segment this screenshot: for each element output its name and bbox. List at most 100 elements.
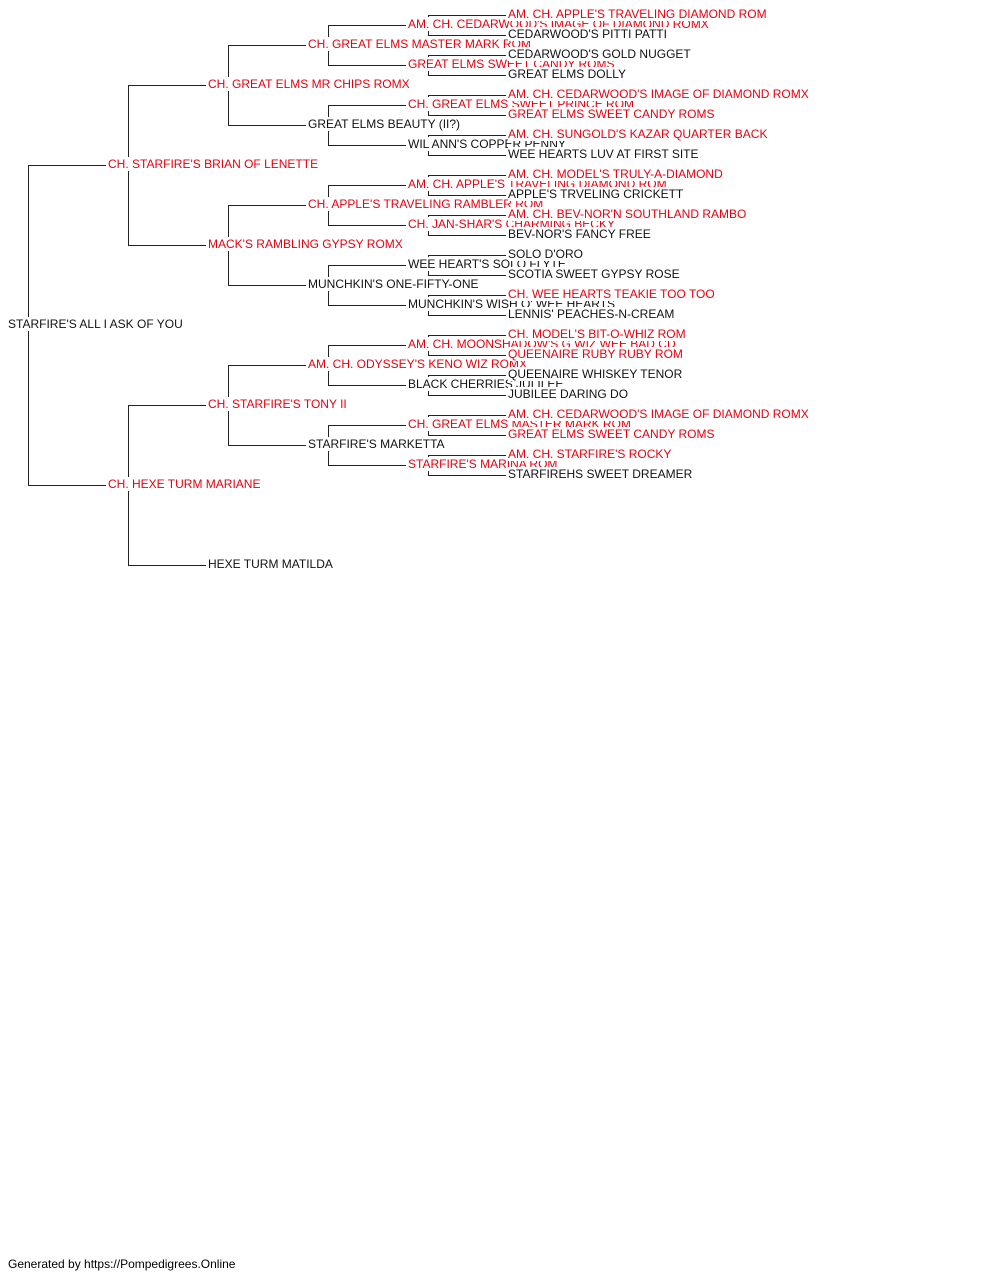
dog-name-gen-3: MACK'S RAMBLING GYPSY ROMX: [208, 237, 405, 251]
connector-line: [228, 444, 306, 446]
connector-line: [327, 124, 329, 145]
connector-line: [327, 364, 329, 385]
connector-line: [327, 44, 329, 65]
connector-line: [328, 184, 406, 186]
connector-line: [28, 164, 106, 166]
connector-line: [227, 244, 229, 285]
dog-name-gen-6: CH. MODEL'S BIT-O-WHIZ ROM: [508, 327, 688, 341]
connector-line: [428, 374, 506, 376]
connector-line: [428, 174, 506, 176]
connector-line: [428, 134, 506, 136]
dog-name-gen-6: QUEENAIRE WHISKEY TENOR: [508, 367, 685, 381]
dog-name-gen-6: LENNIS' PEACHES-N-CREAM: [508, 307, 677, 321]
dog-name-gen-6: SCOTIA SWEET GYPSY ROSE: [508, 267, 682, 281]
connector-line: [428, 154, 506, 156]
connector-line: [428, 434, 506, 436]
dog-name-gen-4: CH. APPLE'S TRAVELING RAMBLER ROM: [308, 197, 546, 211]
dog-name-gen-2: CH. HEXE TURM MARIANE: [108, 477, 263, 491]
dog-name-gen-3: CH. GREAT ELMS MR CHIPS ROMX: [208, 77, 412, 91]
connector-line: [128, 244, 206, 246]
dog-name-gen-6: AM. CH. BEV-NOR'N SOUTHLAND RAMBO: [508, 207, 749, 221]
dog-name-gen-6: AM. CH. CEDARWOOD'S IMAGE OF DIAMOND ROM…: [508, 407, 811, 421]
connector-line: [328, 64, 406, 66]
dog-name-gen-6: AM. CH. MODEL'S TRULY-A-DIAMOND: [508, 167, 725, 181]
dog-name-gen-4: GREAT ELMS BEAUTY (II?): [308, 117, 463, 131]
connector-line: [227, 205, 229, 244]
dog-name-gen-6: AM. CH. STARFIRE'S ROCKY: [508, 447, 674, 461]
dog-name-gen-6: GREAT ELMS SWEET CANDY ROMS: [508, 107, 717, 121]
connector-line: [428, 274, 506, 276]
dog-name-gen-6: GREAT ELMS DOLLY: [508, 67, 629, 81]
dog-name-gen-6: JUBILEE DARING DO: [508, 387, 631, 401]
connector-line: [428, 54, 506, 56]
connector-line: [328, 384, 406, 386]
connector-line: [428, 14, 506, 16]
connector-line: [327, 345, 329, 364]
dog-name-gen-6: CH. WEE HEARTS TEAKIE TOO TOO: [508, 287, 717, 301]
connector-line: [428, 194, 506, 196]
dog-name-gen-6: GREAT ELMS SWEET CANDY ROMS: [508, 427, 717, 441]
connector-line: [428, 474, 506, 476]
connector-line: [428, 454, 506, 456]
connector-line: [327, 25, 329, 44]
dog-name-gen-6: BEV-NOR'S FANCY FREE: [508, 227, 653, 241]
dog-name-gen-3: CH. STARFIRE'S TONY II: [208, 397, 349, 411]
dog-name-gen-4: CH. GREAT ELMS MASTER MARK ROM: [308, 37, 533, 51]
connector-line: [27, 165, 29, 324]
connector-line: [328, 344, 406, 346]
connector-line: [327, 105, 329, 124]
dog-name-gen-3: HEXE TURM MATILDA: [208, 557, 335, 571]
dog-name-gen-1: STARFIRE'S ALL I ASK OF YOU: [8, 317, 185, 331]
dog-name-gen-6: AM. CH. APPLE'S TRAVELING DIAMOND ROM: [508, 7, 769, 21]
dog-name-gen-2: CH. STARFIRE'S BRIAN OF LENETTE: [108, 157, 321, 171]
connector-line: [428, 74, 506, 76]
dog-name-gen-6: STARFIREHS SWEET DREAMER: [508, 467, 695, 481]
connector-line: [127, 85, 129, 164]
connector-line: [127, 484, 129, 565]
connector-line: [428, 94, 506, 96]
connector-line: [428, 394, 506, 396]
connector-line: [327, 204, 329, 225]
footer-credit: Generated by https://Pompedigrees.Online: [8, 1257, 236, 1271]
connector-line: [428, 234, 506, 236]
connector-line: [228, 284, 306, 286]
connector-line: [428, 294, 506, 296]
connector-line: [228, 364, 306, 366]
connector-line: [327, 425, 329, 444]
dog-name-gen-6: QUEENAIRE RUBY RUBY ROM: [508, 347, 685, 361]
connector-line: [327, 444, 329, 465]
dog-name-gen-6: AM. CH. CEDARWOOD'S IMAGE OF DIAMOND ROM…: [508, 87, 811, 101]
connector-line: [227, 365, 229, 404]
connector-line: [228, 204, 306, 206]
connector-line: [428, 314, 506, 316]
dog-name-gen-6: SOLO D'ORO: [508, 247, 585, 261]
connector-line: [127, 405, 129, 484]
connector-line: [328, 264, 406, 266]
connector-line: [27, 324, 29, 485]
connector-line: [127, 164, 129, 245]
connector-line: [227, 45, 229, 84]
connector-line: [327, 185, 329, 204]
connector-line: [428, 334, 506, 336]
connector-line: [328, 24, 406, 26]
connector-line: [227, 404, 229, 445]
connector-line: [328, 424, 406, 426]
dog-name-gen-4: AM. CH. ODYSSEY'S KENO WIZ ROMX: [308, 357, 529, 371]
connector-line: [428, 354, 506, 356]
dog-name-gen-6: WEE HEARTS LUV AT FIRST SITE: [508, 147, 701, 161]
connector-line: [128, 564, 206, 566]
connector-line: [228, 124, 306, 126]
connector-line: [328, 224, 406, 226]
connector-line: [428, 414, 506, 416]
connector-line: [428, 114, 506, 116]
dog-name-gen-6: CEDARWOOD'S GOLD NUGGET: [508, 47, 693, 61]
connector-line: [328, 104, 406, 106]
dog-name-gen-6: AM. CH. SUNGOLD'S KAZAR QUARTER BACK: [508, 127, 770, 141]
connector-line: [228, 44, 306, 46]
connector-line: [428, 254, 506, 256]
connector-line: [327, 284, 329, 305]
connector-line: [227, 84, 229, 125]
connector-line: [328, 304, 406, 306]
connector-line: [128, 404, 206, 406]
